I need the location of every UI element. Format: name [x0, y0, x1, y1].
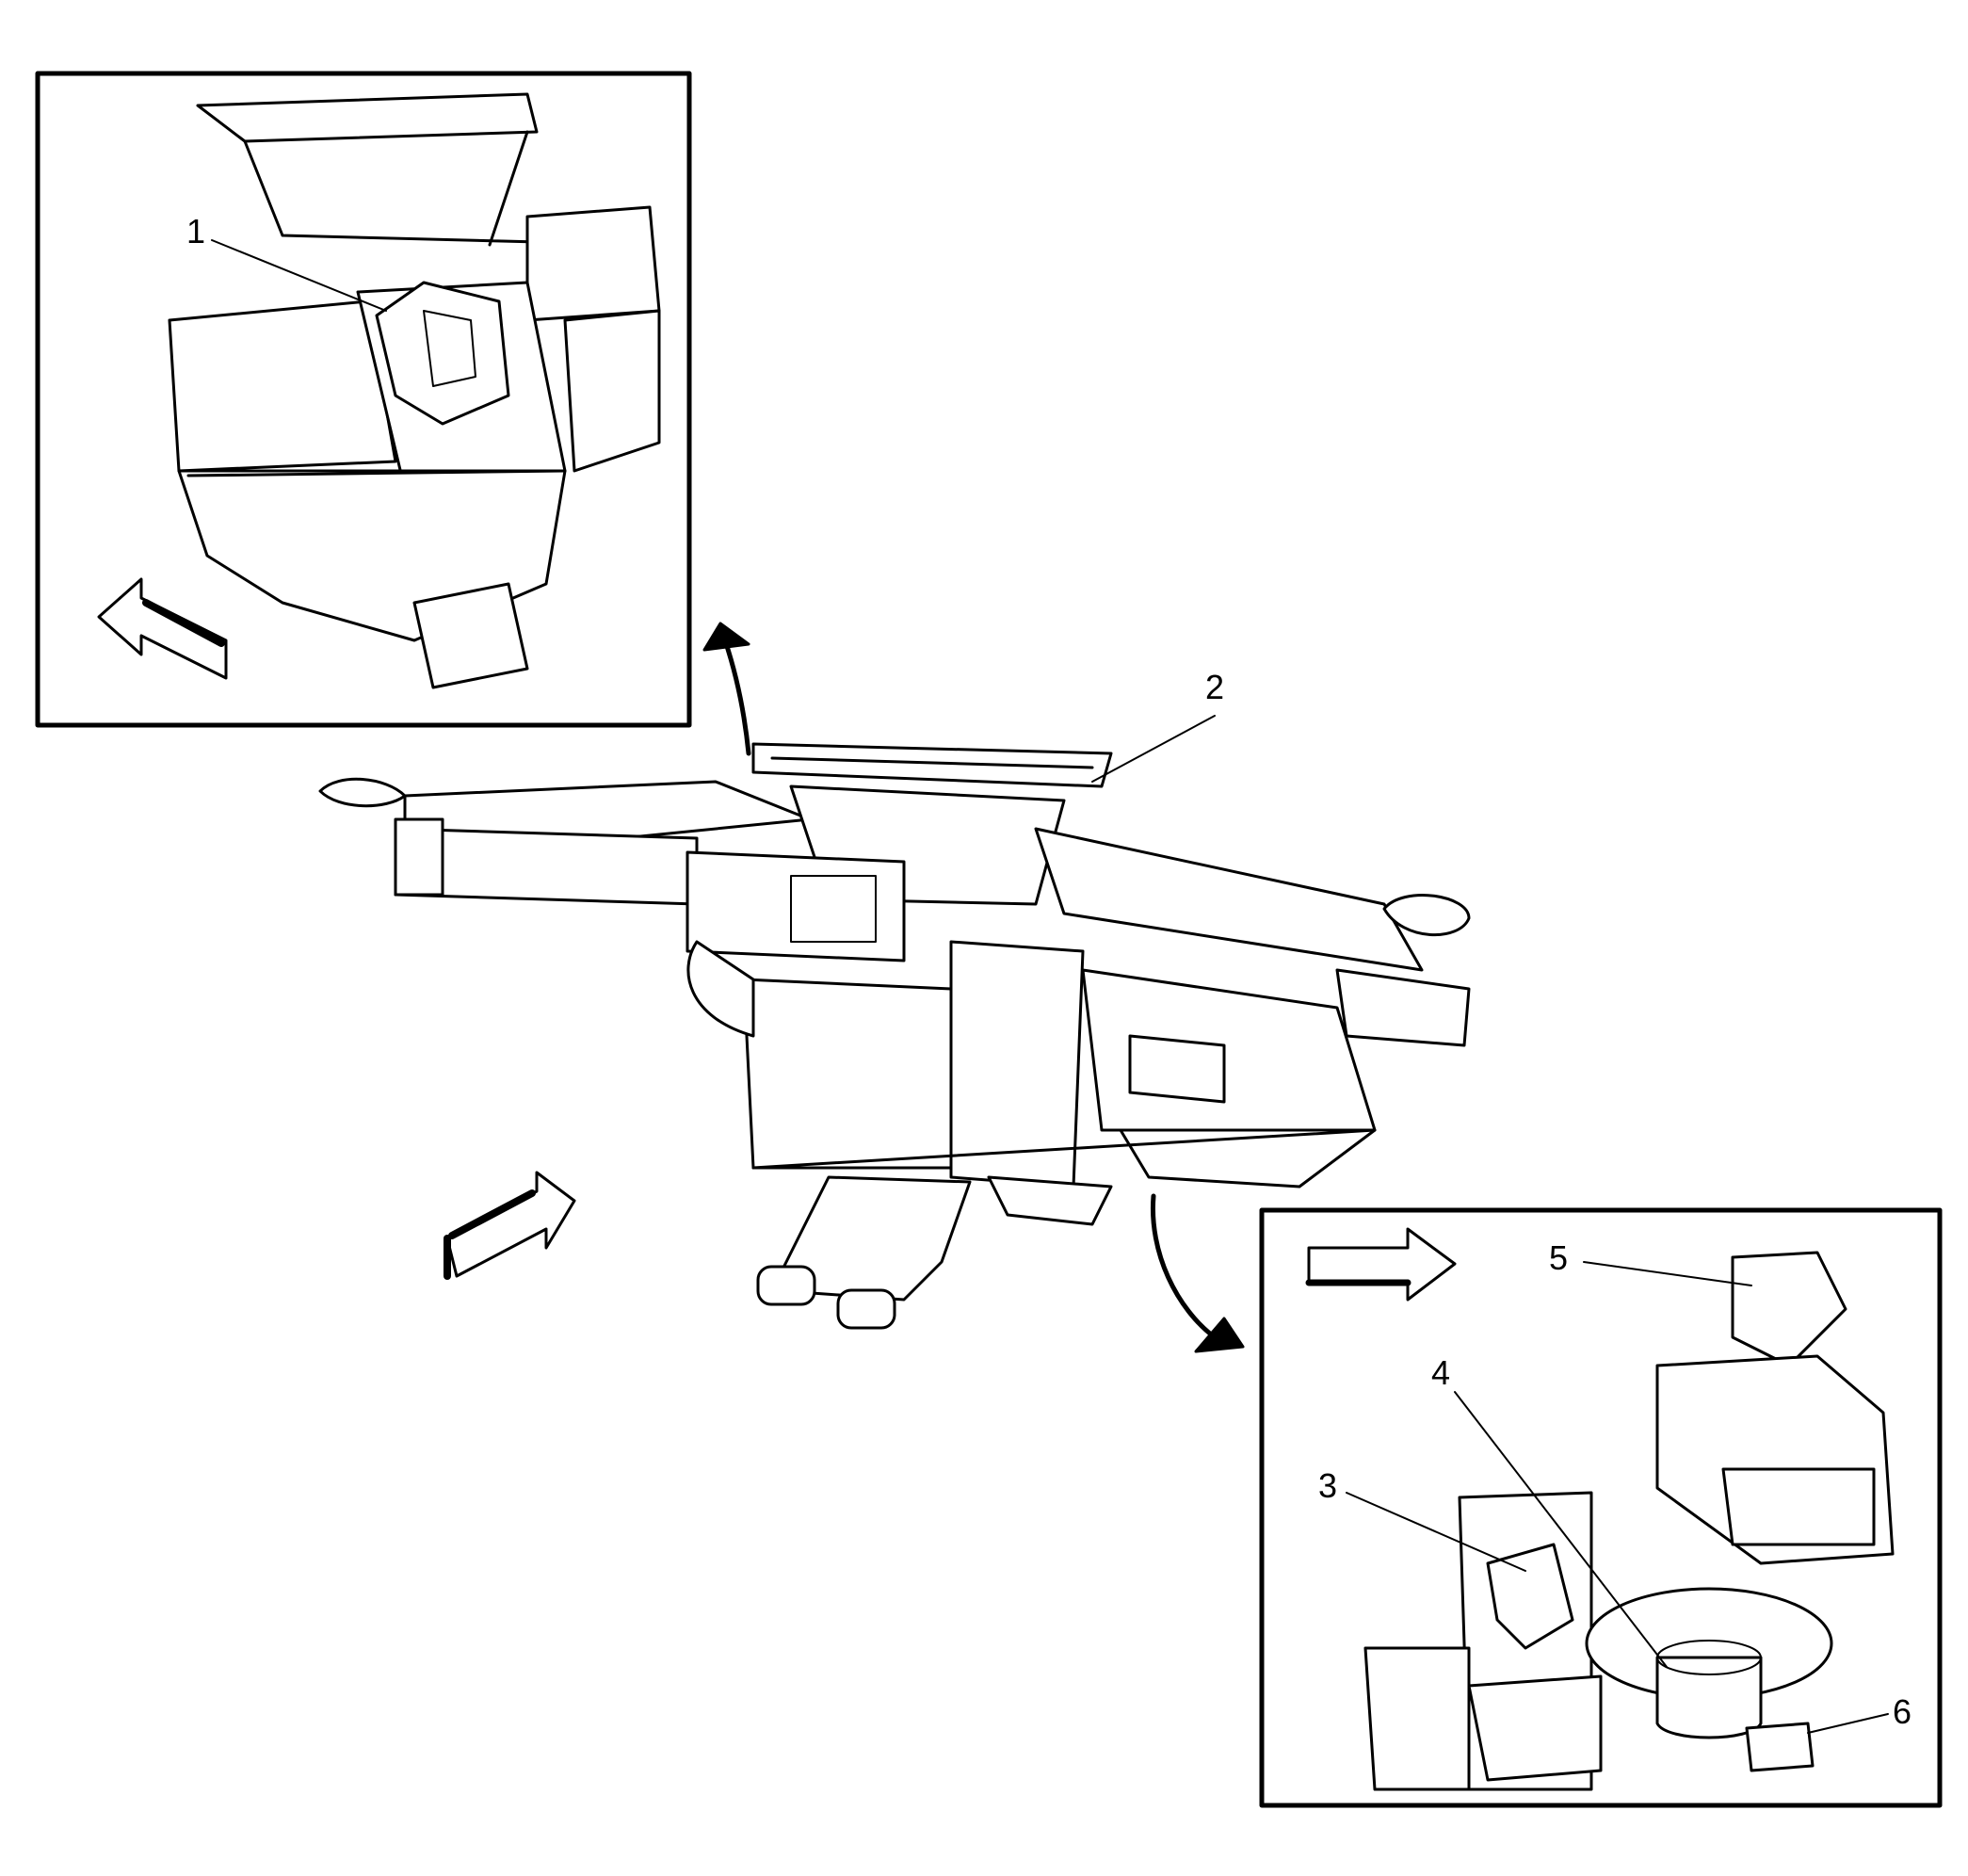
inset2-blower-motor-cap: [1656, 1640, 1762, 1675]
inset1-right-box: [525, 205, 661, 322]
main-blower-housing: [742, 978, 953, 1170]
callout-1: 1: [186, 212, 205, 251]
main-defrost-duct: [751, 742, 1113, 788]
main-blower-scroll: [686, 940, 755, 1038]
inset1-actuator: [375, 281, 510, 426]
inset2-actuator-left: [1486, 1543, 1574, 1650]
leader-lines: [211, 239, 1889, 1734]
arrow-to-inset-top: [702, 622, 751, 756]
arrow-to-inset-bottom: [1150, 1193, 1245, 1353]
view-arrow-front: [444, 1171, 576, 1280]
callout-4: 4: [1431, 1353, 1450, 1392]
leader-5: [1583, 1261, 1752, 1286]
inset2-resistor: [1745, 1722, 1815, 1772]
inset1-seam: [186, 469, 567, 477]
inset1-view-arrow-shade: [142, 599, 225, 647]
main-heater-connector: [1128, 1034, 1226, 1104]
leader-6: [1807, 1713, 1889, 1734]
callout-3: 3: [1318, 1466, 1337, 1505]
callout-2: 2: [1205, 668, 1224, 706]
main-right-duct-top: [1034, 827, 1424, 972]
inset2-blower-motor: [1655, 1656, 1763, 1739]
main-left-duct-end: [318, 777, 407, 808]
main-floor-foot-left: [836, 1288, 896, 1330]
inset1-view-arrow: [97, 577, 228, 680]
inset1-actuator-detail: [423, 310, 476, 387]
inset1-housing-left: [168, 299, 397, 473]
main-floor-duct: [987, 1175, 1113, 1226]
main-lower-right: [1119, 1128, 1377, 1189]
inset-bottom-right: [1259, 1207, 1943, 1808]
callout-labels: 1 2 3 4 5 6: [186, 212, 1912, 1731]
inset2-filter-door: [1721, 1467, 1876, 1546]
main-heater-case: [1081, 968, 1377, 1132]
leader-3: [1346, 1492, 1526, 1572]
main-defrost-inner: [770, 756, 1094, 769]
main-left-outlet: [394, 817, 444, 897]
inset2-lower-duct: [1467, 1674, 1603, 1782]
callout-5: 5: [1549, 1238, 1568, 1277]
main-center-vent-opening: [790, 875, 877, 943]
inset-top-left: [35, 71, 692, 728]
leader-1: [211, 239, 387, 312]
main-assembly: [318, 742, 1471, 1330]
inset2-actuator-top: [1731, 1251, 1847, 1367]
inset1-lower-outlet: [412, 582, 529, 689]
leader-2: [1091, 715, 1216, 783]
main-center-vent: [686, 850, 906, 962]
inset1-housing-right: [563, 309, 661, 473]
inset2-lower-left: [1363, 1646, 1471, 1791]
inset1-top-duct: [196, 92, 539, 143]
leader-4: [1454, 1391, 1668, 1668]
callout-6: 6: [1893, 1692, 1912, 1731]
main-floor-foot-right: [756, 1265, 816, 1306]
main-seam: [751, 1128, 1377, 1170]
main-right-bracket: [1335, 968, 1471, 1047]
main-right-duct-end: [1382, 894, 1471, 937]
